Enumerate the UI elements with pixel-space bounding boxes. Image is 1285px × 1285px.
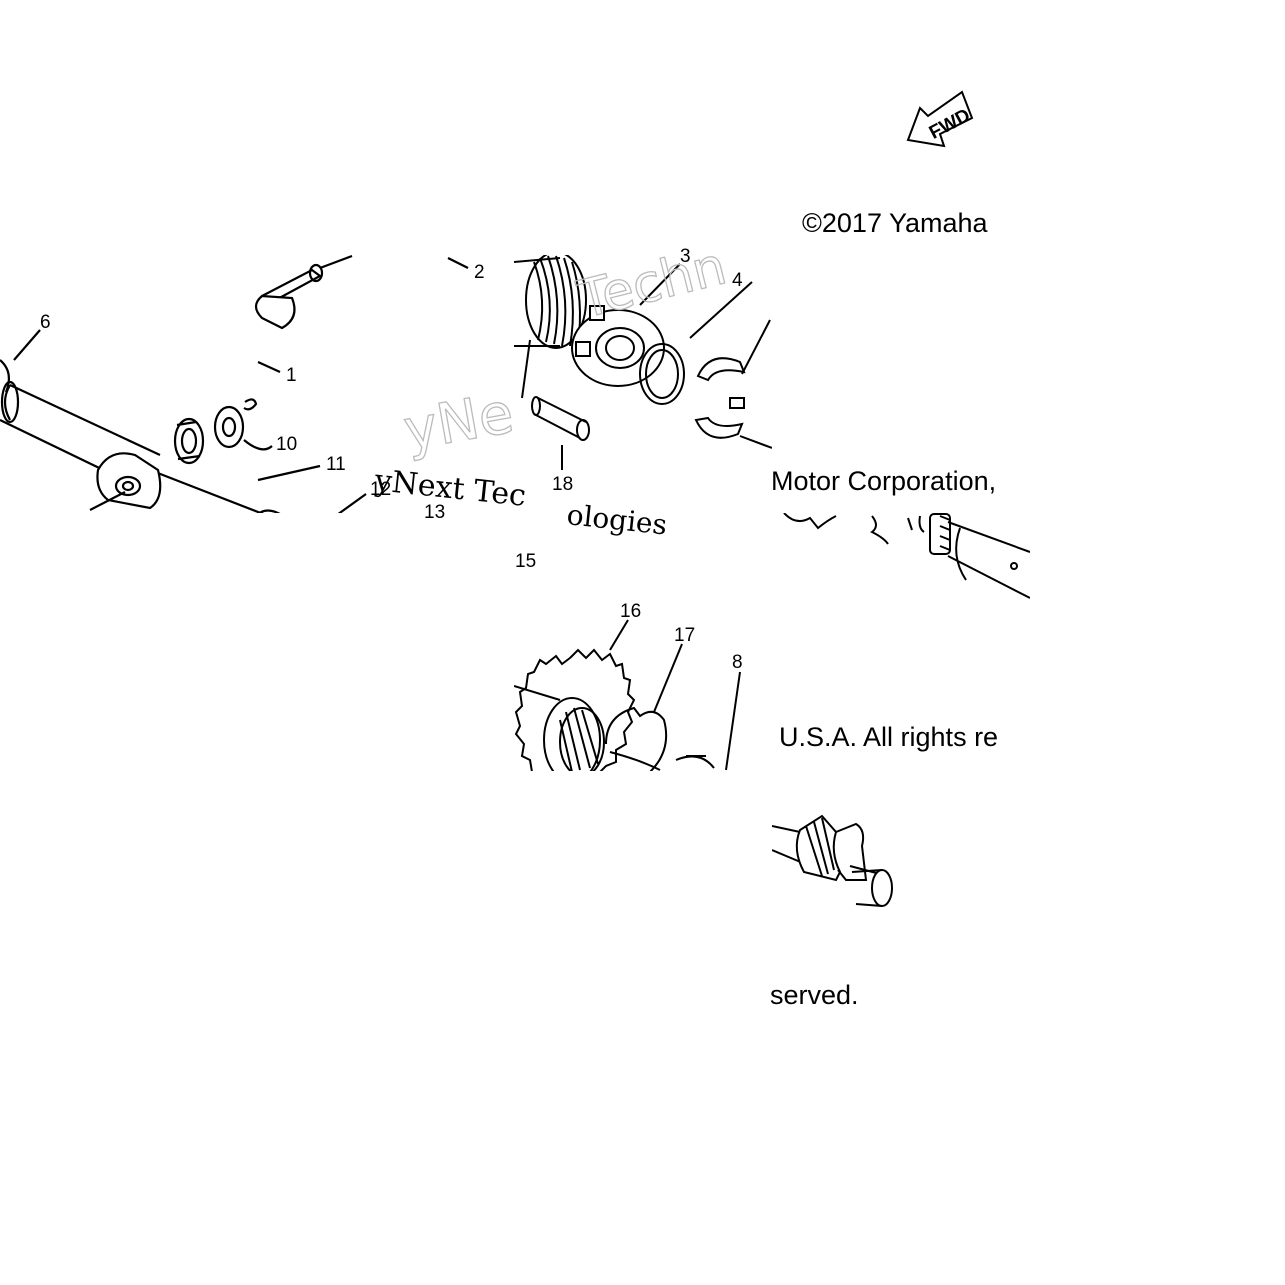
callout-6: 6 <box>40 312 51 333</box>
copyright-line-2: Motor Corporation, <box>771 466 1029 496</box>
left-parts-tile <box>0 255 469 513</box>
callout-8: 8 <box>732 652 743 673</box>
callout-18: 18 <box>552 474 573 495</box>
watermark-text-a: yNext Tec <box>372 463 528 514</box>
callout-17: 17 <box>674 625 695 646</box>
callout-11: 11 <box>326 454 346 475</box>
callout-4: 4 <box>732 270 743 291</box>
copyright-line-1: ©2017 Yamaha <box>802 208 1030 238</box>
callout-16: 16 <box>620 601 641 622</box>
callout-15: 15 <box>515 551 536 572</box>
shaft-tile <box>783 513 1030 599</box>
callout-3: 3 <box>680 246 691 267</box>
fwd-arrow-icon: FWD <box>906 90 974 148</box>
helical-shaft-tile <box>772 814 893 907</box>
watermark-outline-b: Techn <box>572 236 732 331</box>
callout-1: 1 <box>286 365 297 386</box>
watermark-outline-a: yNe <box>399 381 518 464</box>
copyright-line-3: U.S.A. All rights re <box>779 722 1029 752</box>
middle-parts-tile <box>514 255 772 470</box>
copyright-line-4: served. <box>770 980 859 1010</box>
callout-2: 2 <box>474 262 485 283</box>
callout-10: 10 <box>276 434 297 455</box>
callout-13: 13 <box>424 502 445 523</box>
gear-parts-tile <box>514 619 741 771</box>
watermark-text-b: ologies <box>565 498 668 541</box>
callout-12: 12 <box>370 479 391 500</box>
